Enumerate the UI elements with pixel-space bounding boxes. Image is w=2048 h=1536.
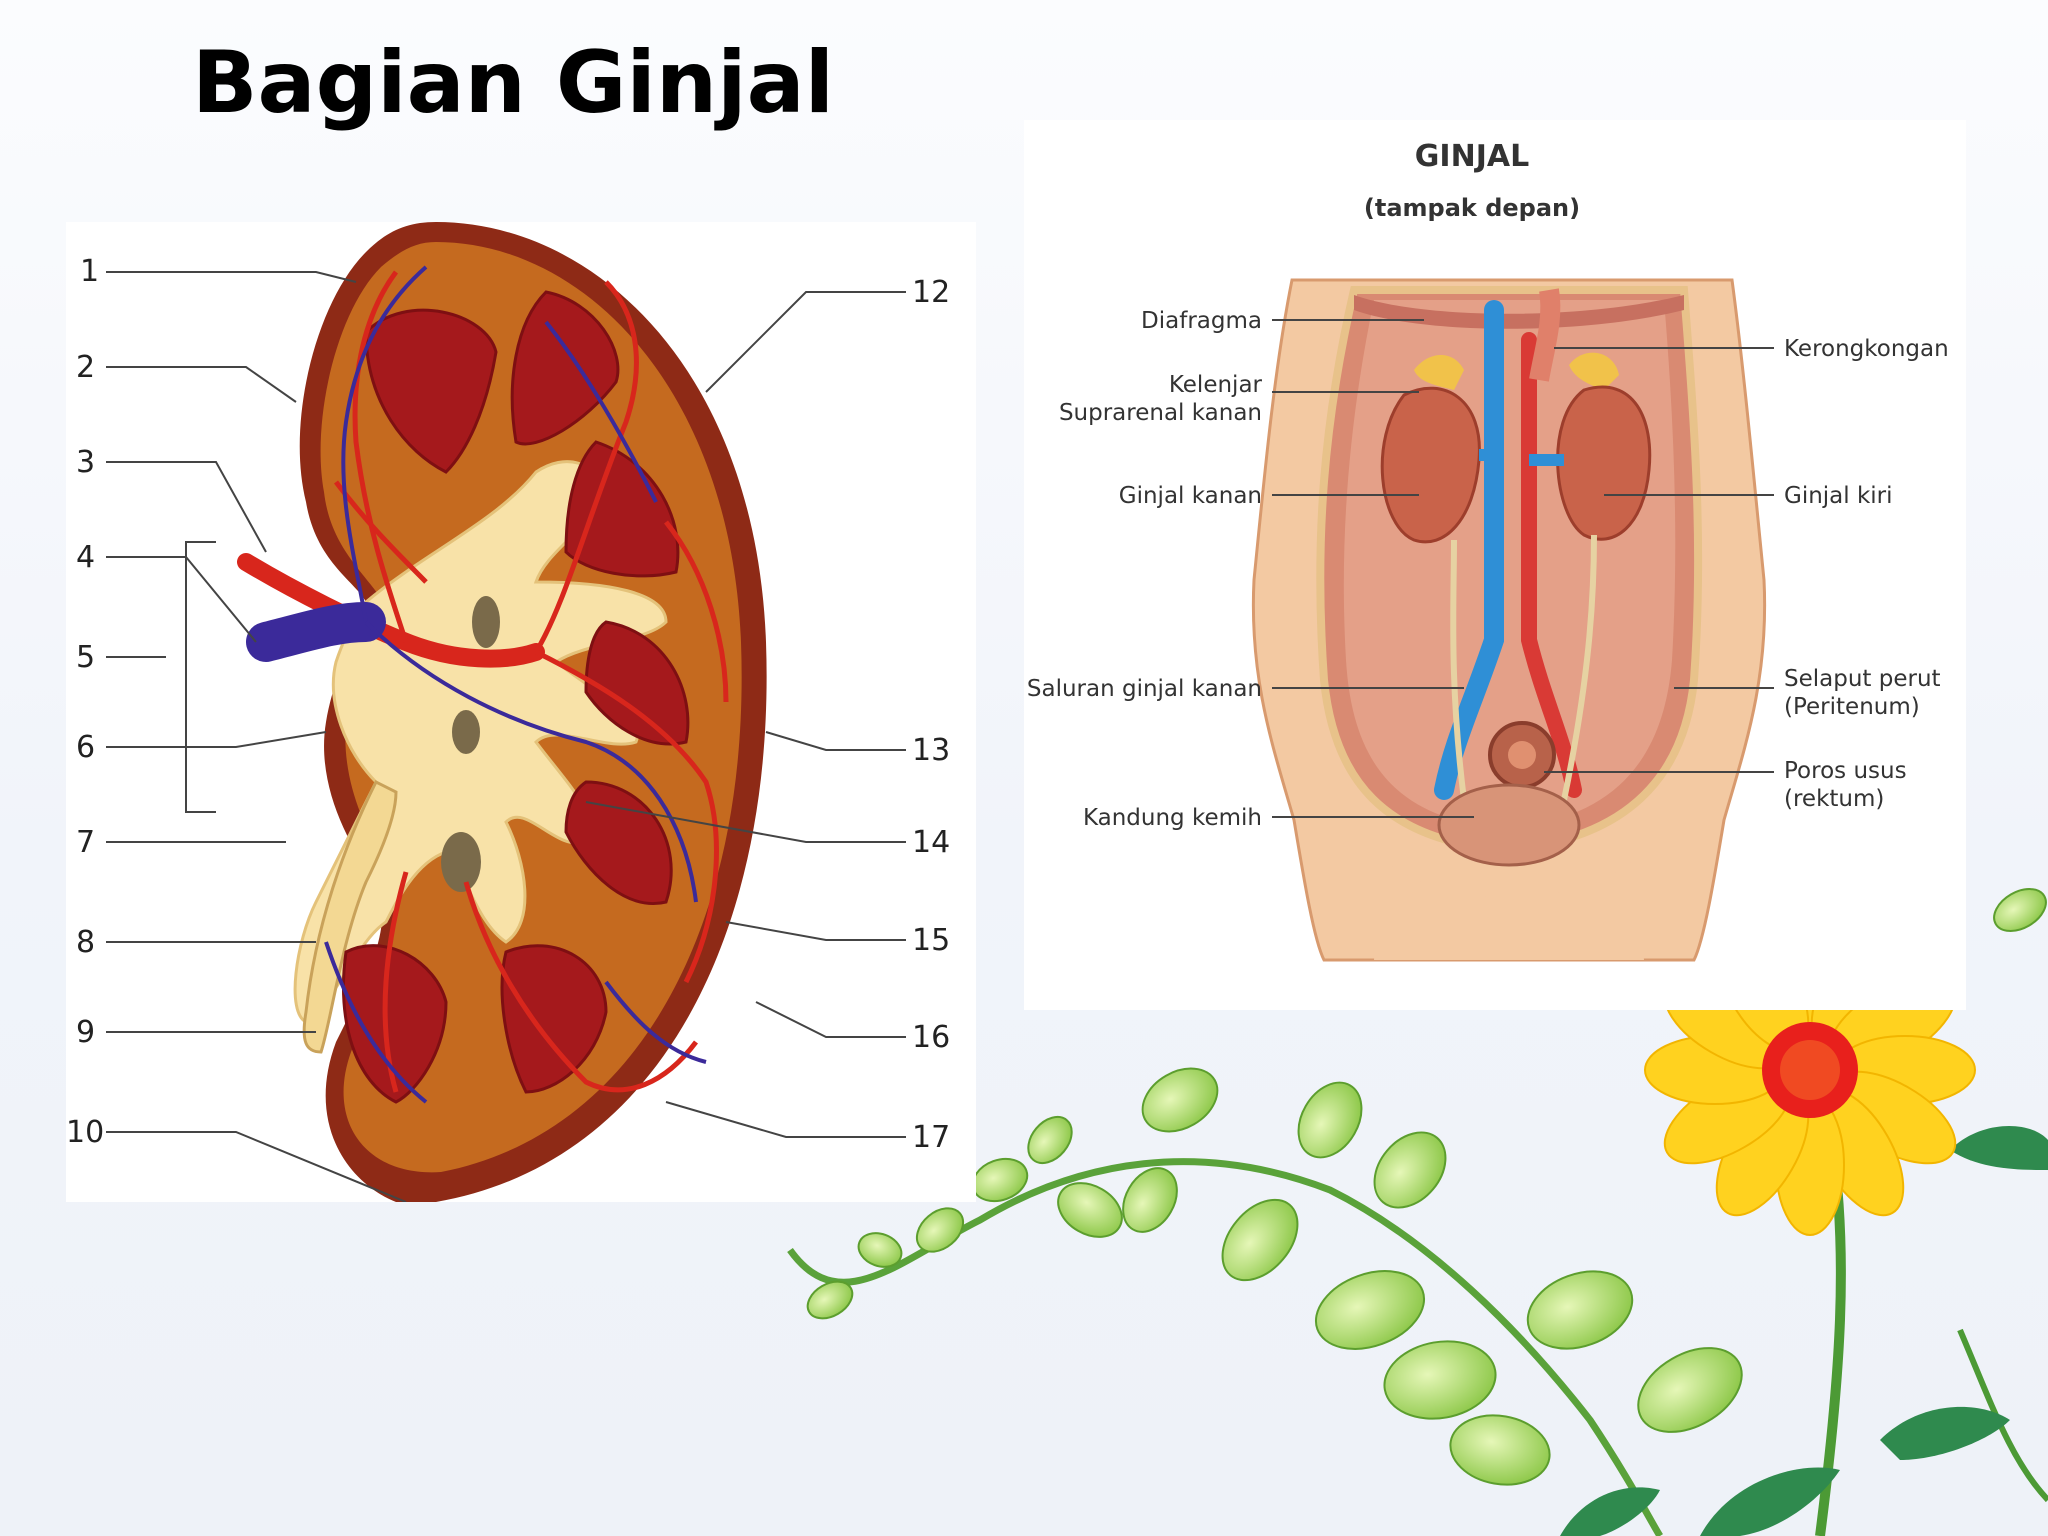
kidney-label-2: 2 — [76, 350, 95, 385]
kidney-label-17: 17 — [912, 1120, 950, 1155]
label-poros-usus: Poros usus — [1784, 758, 1907, 784]
label-suprarenal-kanan: Suprarenal kanan — [1059, 400, 1262, 426]
kidney-front-view-panel: GINJAL (tampak depan) — [1024, 120, 1966, 1010]
label-kandung-kemih: Kandung kemih — [1083, 805, 1262, 831]
kidney-cross-section-diagram: 1 2 3 4 5 6 7 8 9 10 12 13 14 15 16 17 — [66, 222, 950, 1203]
left-kidney — [1556, 385, 1652, 541]
label-kelenjar: Kelenjar — [1169, 372, 1263, 398]
kidney-cross-section-panel: 1 2 3 4 5 6 7 8 9 10 12 13 14 15 16 17 — [66, 222, 976, 1203]
kidney-label-9: 9 — [76, 1015, 95, 1050]
leader-lines — [106, 271, 906, 1203]
kidney-label-12: 12 — [912, 275, 950, 310]
label-saluran-ginjal-kanan: Saluran ginjal kanan — [1027, 676, 1262, 702]
kidney-label-14: 14 — [912, 825, 950, 860]
vine-leaf — [806, 888, 2047, 1486]
label-kerongkongan: Kerongkongan — [1784, 336, 1949, 362]
slide-title: Bagian Ginjal — [192, 33, 835, 133]
kidney-label-8: 8 — [76, 925, 95, 960]
body-leader-lines — [1272, 319, 1774, 818]
venous-branches — [324, 265, 707, 1104]
bladder — [1437, 783, 1581, 867]
label-diafragma: Diafragma — [1141, 308, 1262, 334]
renal-pyramids — [342, 290, 690, 1104]
renal-calyces — [441, 596, 500, 892]
diaphragm — [1354, 295, 1684, 329]
vine-stem — [787, 1158, 1663, 1536]
diagram-subtitle: (tampak depan) — [1364, 194, 1580, 222]
kidney-label-16: 16 — [912, 1020, 950, 1055]
renal-vein — [246, 602, 386, 662]
pelvic-floor — [1374, 860, 1644, 960]
label-peritenum: (Peritenum) — [1784, 694, 1920, 720]
kidney-label-7: 7 — [76, 825, 95, 860]
label-ginjal-kanan: Ginjal kanan — [1119, 483, 1262, 509]
kidney-label-10: 10 — [66, 1115, 104, 1150]
kidney-label-6: 6 — [76, 730, 95, 765]
kidney-label-5: 5 — [76, 640, 95, 675]
kidney-label-13: 13 — [912, 733, 950, 768]
right-ureter — [1450, 539, 1467, 801]
kidney-label-3: 3 — [76, 445, 95, 480]
left-ureter — [1561, 534, 1597, 801]
esophagus — [1529, 288, 1561, 382]
right-kidney — [1380, 386, 1481, 544]
label-ginjal-kiri: Ginjal kiri — [1784, 483, 1893, 509]
arterial-branches — [334, 270, 729, 1093]
adrenal-left — [1569, 352, 1619, 390]
kidney-label-4: 4 — [76, 540, 95, 575]
vena-cava — [1434, 300, 1504, 800]
label-selaput-perut: Selaput perut — [1784, 666, 1941, 692]
urinary-system-diagram: GINJAL (tampak depan) — [1027, 139, 1949, 962]
label-rektum: (rektum) — [1784, 786, 1884, 812]
kidney-label-1: 1 — [80, 254, 99, 289]
diagram-title: GINJAL — [1415, 139, 1529, 174]
renal-pelvis — [293, 460, 668, 1024]
dark-leaf — [1560, 1126, 2048, 1536]
sunflower — [1644, 904, 1976, 1236]
ureter — [302, 779, 398, 1054]
kidney-label-15: 15 — [912, 923, 950, 958]
adrenal-right — [1414, 355, 1464, 390]
